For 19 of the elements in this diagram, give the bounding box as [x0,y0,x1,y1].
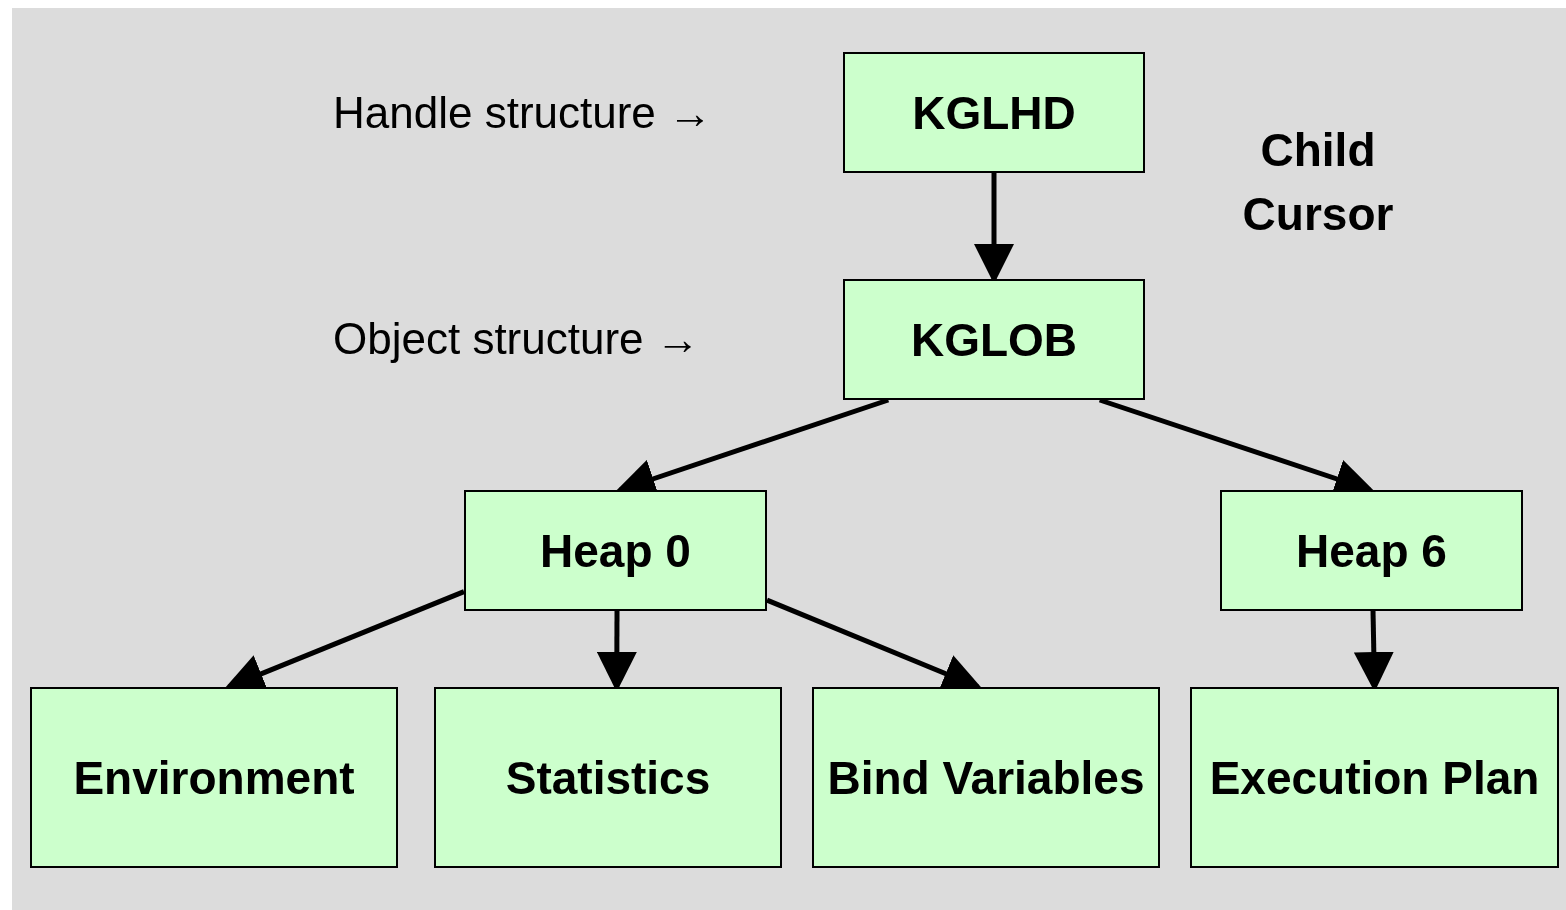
structure-box [843,52,1145,173]
box-label: KGLOB [910,312,1078,368]
box-label: Execution Plan [1209,750,1540,806]
structure-box [434,687,782,868]
structure-box [843,279,1145,400]
box-label: KGLHD [912,85,1076,141]
structure-box [30,687,398,868]
structure-box [1190,687,1559,868]
box-label: Heap 6 [1296,523,1447,579]
structure-box [1220,490,1523,611]
box-label: Environment [73,750,355,806]
annotation-text: Child Cursor [1241,123,1395,242]
box-label: Heap 0 [540,523,691,579]
annotation-text: Handle structure → [333,87,714,139]
box-label: Statistics [505,750,711,806]
structure-box [812,687,1160,868]
box-label: Bind Variables [827,750,1145,806]
structure-box [464,490,767,611]
annotation-text: Object structure → [333,313,701,365]
